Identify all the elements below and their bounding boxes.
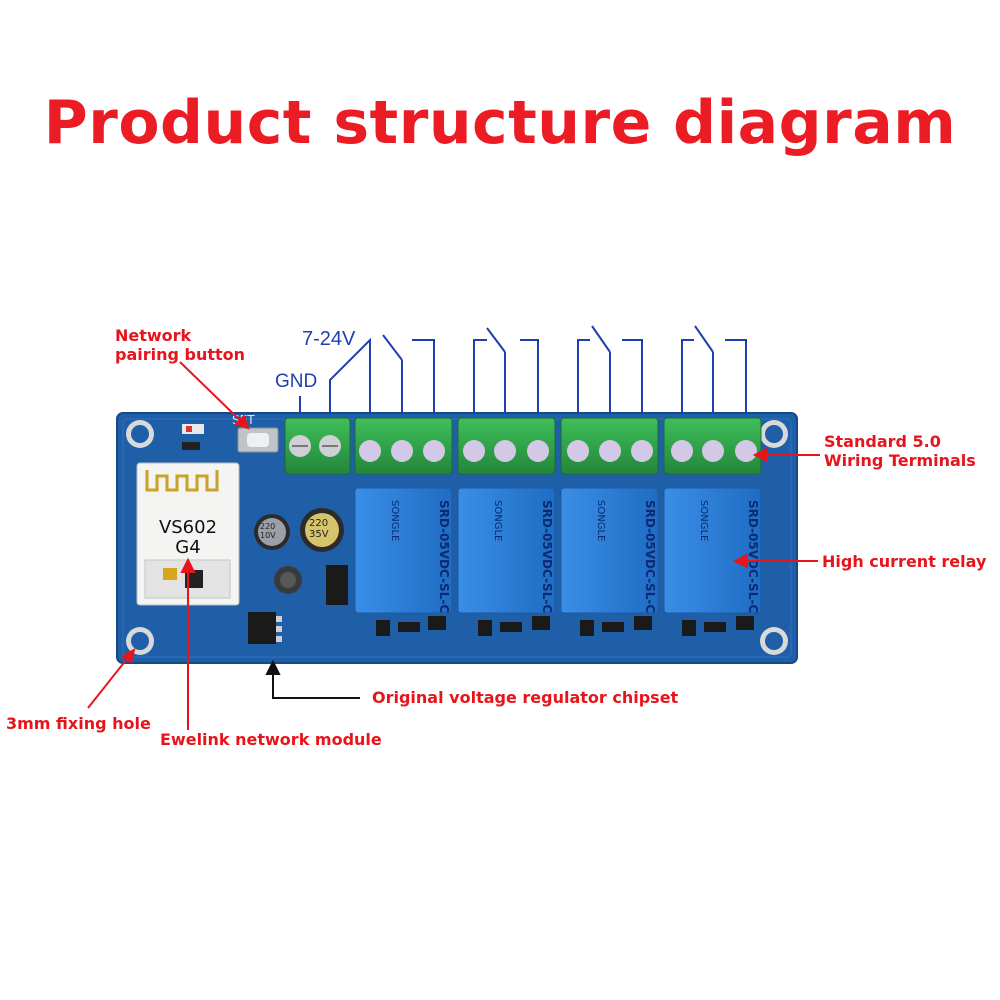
capacitor-2-marking: 220 35V — [309, 518, 329, 540]
capacitor-2 — [300, 508, 344, 552]
inductor — [274, 566, 302, 594]
relay-2: SONGLE SRD-05VDC-SL-C — [457, 487, 556, 614]
relay-2-model: SRD-05VDC-SL-C — [540, 500, 554, 613]
relay-2-brand: SONGLE — [492, 500, 503, 541]
capacitor-1-value: 220 — [260, 522, 276, 531]
module-model: VS602 — [158, 517, 218, 538]
terminal-block-power — [284, 417, 351, 475]
network-module — [136, 462, 240, 606]
voltage-label-supply: 7-24V — [302, 328, 356, 350]
relay-3-model: SRD-05VDC-SL-C — [643, 500, 657, 613]
relay-4: SONGLE SRD-05VDC-SL-C — [663, 487, 762, 614]
label-terminals-line1: Standard 5.0 — [824, 432, 941, 451]
label-terminals-line2: Wiring Terminals — [824, 451, 976, 470]
page-title: Product structure diagram — [43, 88, 957, 158]
relay-3: SONGLE SRD-05VDC-SL-C — [560, 487, 659, 614]
capacitor-2-value: 220 — [309, 518, 329, 529]
terminal-block-relay-4 — [663, 417, 762, 475]
label-module: Ewelink network module — [160, 730, 382, 749]
callout-arrows — [87, 361, 820, 730]
wiring-lines — [299, 325, 747, 422]
relay-1: SONGLE SRD-05VDC-SL-C — [354, 487, 453, 614]
label-pairing-button-line2: pairing button — [115, 345, 246, 364]
capacitor-1 — [254, 514, 290, 550]
relay-3-brand: SONGLE — [595, 500, 606, 541]
pairing-button — [237, 427, 279, 453]
voltage-regulator — [248, 612, 282, 644]
regulator-callout — [265, 659, 360, 699]
module-marking: VS602 G4 — [137, 518, 239, 558]
driver-components — [376, 616, 754, 636]
label-pairing-button-line1: Network — [115, 326, 192, 345]
capacitor-1-marking: 220 10V — [260, 522, 276, 540]
capacitor-1-voltage: 10V — [260, 531, 276, 540]
relay-1-model: SRD-05VDC-SL-C — [437, 500, 451, 613]
terminal-block-relay-2 — [457, 417, 556, 475]
relay-4-model: SRD-05VDC-SL-C — [746, 500, 760, 613]
label-pairing-button: Network pairing button — [115, 326, 245, 364]
label-relay: High current relay — [822, 552, 987, 571]
fixing-hole-bottom-right — [760, 627, 788, 655]
terminal-block-relay-1 — [354, 417, 453, 475]
voltage-label-gnd: GND — [275, 371, 318, 392]
fixing-hole-bottom-left — [126, 627, 154, 655]
relay-1-brand: SONGLE — [389, 500, 400, 541]
label-fixing-hole: 3mm fixing hole — [6, 714, 151, 733]
relay-4-brand: SONGLE — [698, 500, 709, 541]
label-terminals: Standard 5.0 Wiring Terminals — [824, 432, 976, 470]
terminal-block-relay-3 — [560, 417, 659, 475]
label-regulator: Original voltage regulator chipset — [372, 688, 679, 707]
fixing-hole-top-right — [760, 420, 788, 448]
module-rev: G4 — [175, 537, 201, 558]
fixing-hole-top-left — [126, 420, 154, 448]
capacitor-2-voltage: 35V — [309, 529, 329, 540]
